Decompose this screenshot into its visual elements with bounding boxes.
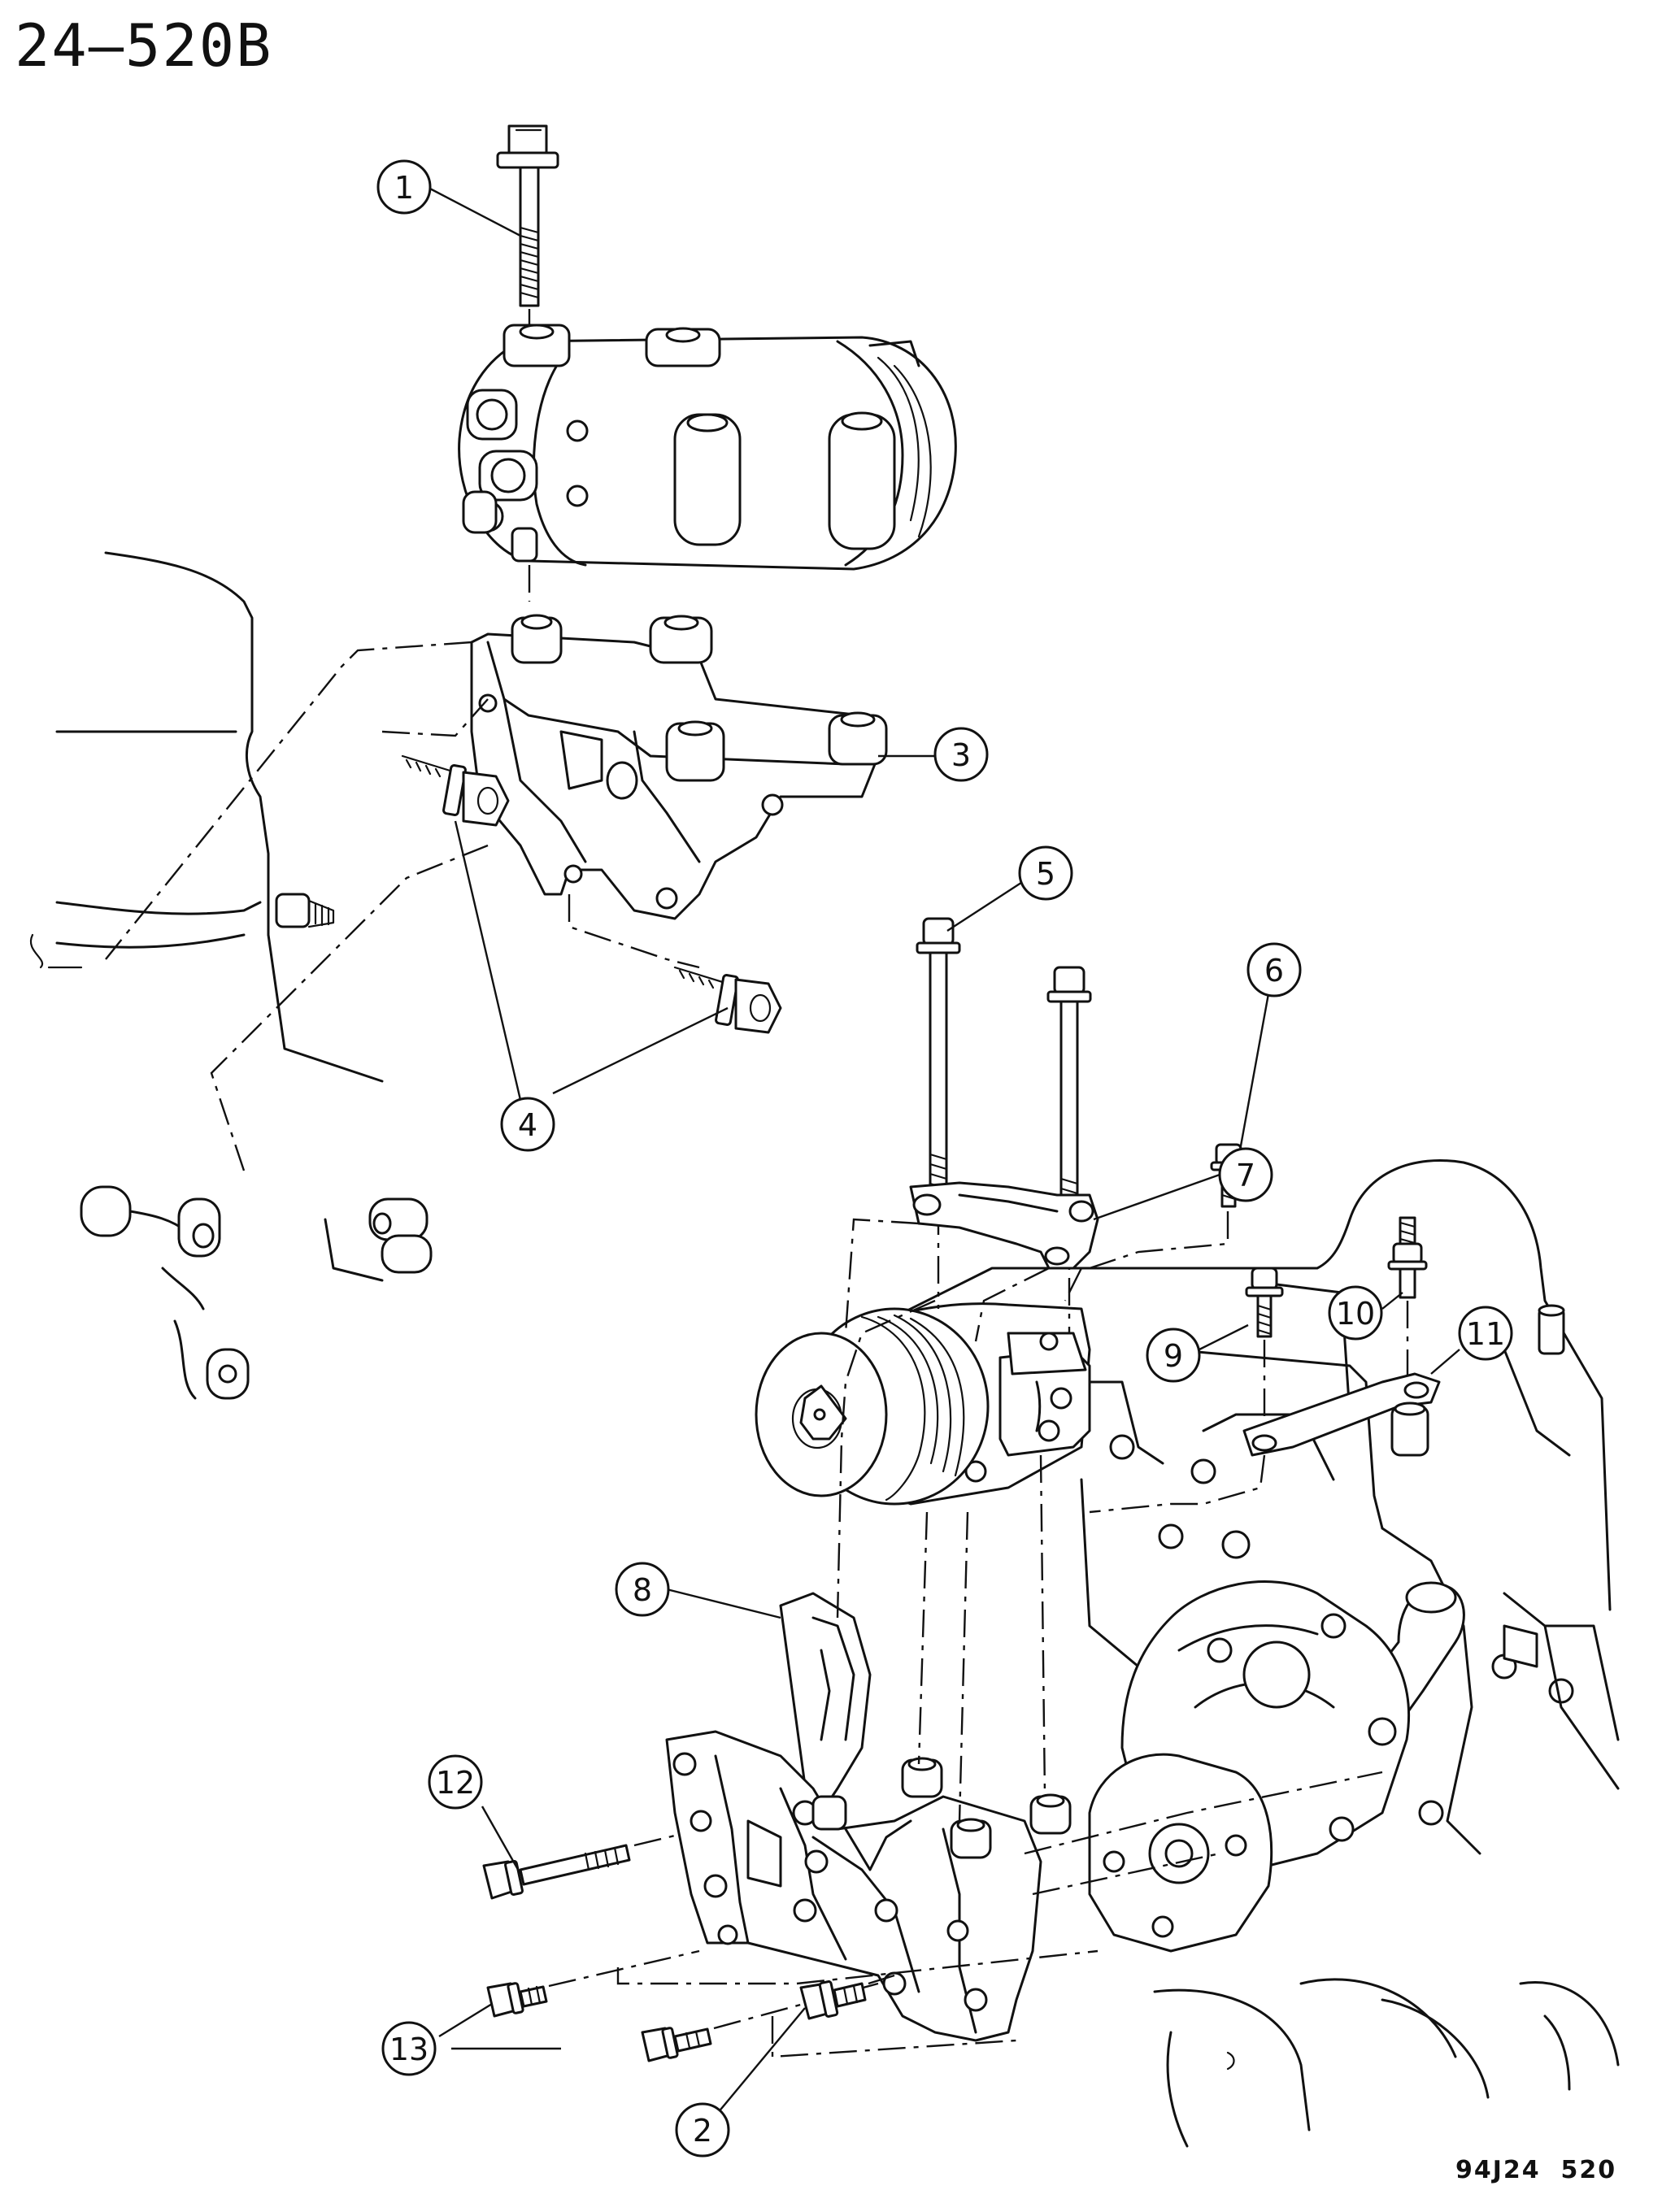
bolts-4 — [401, 754, 782, 1034]
callout-label: 12 — [436, 1765, 475, 1801]
callout-1: 1 — [376, 159, 432, 215]
callout-label: 11 — [1466, 1316, 1505, 1352]
callout-label: 6 — [1264, 953, 1284, 989]
bolt-12 — [482, 1834, 676, 1900]
callout-label: 10 — [1336, 1296, 1375, 1332]
callout-label: 7 — [1236, 1158, 1255, 1193]
callout-label: 5 — [1036, 856, 1055, 892]
figure-id: 24–520B — [15, 11, 273, 80]
bracket-8 — [665, 1592, 1072, 2042]
engine-block-lower — [811, 1159, 1620, 2148]
engine-block-left — [29, 551, 433, 1400]
bolts-13 — [486, 1949, 879, 2062]
bolt-9 — [1245, 1267, 1284, 1419]
callout-label: 2 — [693, 2113, 712, 2149]
callout-8: 8 — [615, 1562, 670, 1617]
callout-12: 12 — [428, 1754, 483, 1810]
callout-2: 2 — [675, 2102, 730, 2158]
bolt-1 — [496, 124, 559, 333]
compressor-upper — [458, 324, 957, 602]
bolts-5 — [916, 917, 1092, 1333]
callout-13: 13 — [381, 2021, 437, 2076]
callout-label: 8 — [633, 1572, 652, 1608]
callout-label: 9 — [1164, 1338, 1183, 1374]
callout-label: 1 — [394, 170, 414, 206]
image-code: 94J24 520 — [1455, 2156, 1617, 2184]
callout-11: 11 — [1458, 1306, 1513, 1361]
brace-7 — [909, 1181, 1099, 1270]
callout-7: 7 — [1218, 1147, 1273, 1202]
boss-11 — [1390, 1402, 1429, 1457]
callout-label: 13 — [389, 2032, 429, 2067]
callout-4: 4 — [500, 1097, 555, 1152]
strap-11 — [1242, 1372, 1441, 1457]
compressor-lower — [755, 1302, 1091, 1506]
callout-6: 6 — [1246, 942, 1302, 997]
callout-label: 4 — [518, 1107, 537, 1143]
callout-5: 5 — [1018, 845, 1073, 901]
bracket-3 — [470, 614, 888, 920]
stud-10 — [1387, 1216, 1428, 1382]
bolt-2 — [799, 1974, 895, 2020]
callout-label: 3 — [951, 737, 971, 773]
callout-10: 10 — [1328, 1285, 1383, 1341]
callout-9: 9 — [1146, 1328, 1201, 1383]
callout-3: 3 — [933, 727, 989, 782]
